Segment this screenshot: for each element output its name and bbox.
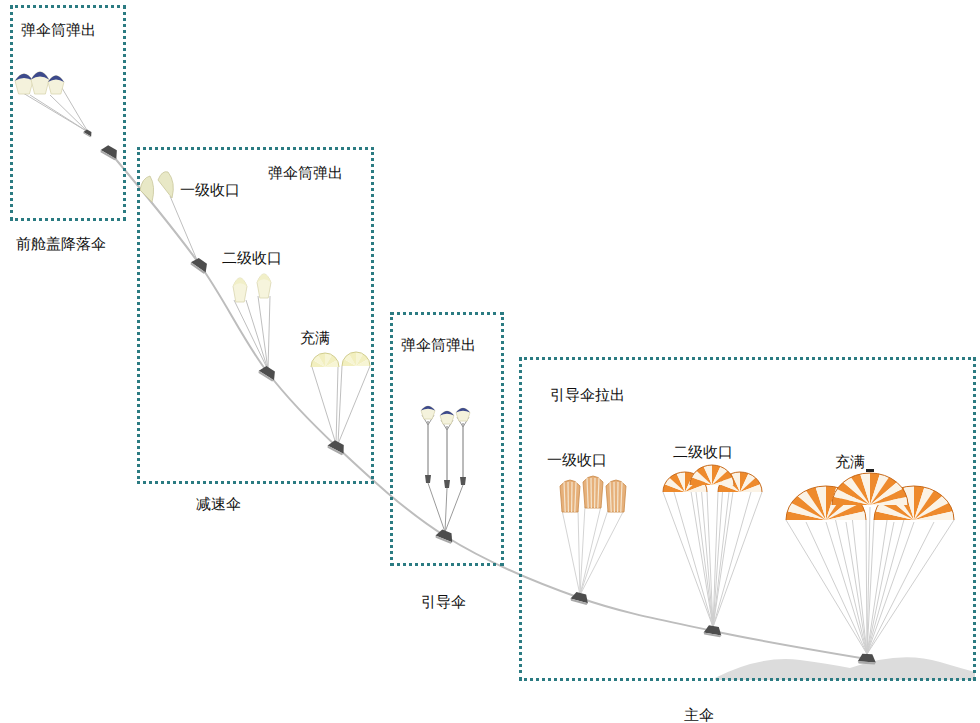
trajectory-curve	[108, 150, 867, 659]
suspension-line	[663, 492, 713, 627]
suspension-line	[463, 423, 464, 477]
phase-label: 二级收口	[673, 443, 733, 461]
phase-label: 充满	[300, 329, 330, 347]
suspension-line	[580, 506, 601, 595]
suspension-line	[268, 296, 270, 370]
stage-title: 引导伞	[421, 593, 466, 611]
suspension-line	[338, 366, 342, 444]
suspension-line	[713, 492, 729, 627]
suspension-line	[701, 485, 713, 627]
reefed-drogue	[158, 172, 173, 198]
suspension-line	[445, 488, 447, 532]
suspension-line	[578, 510, 580, 595]
suspension-line	[867, 507, 889, 654]
capsule	[435, 528, 455, 544]
suspension-line	[445, 485, 463, 532]
suspension-line	[867, 507, 870, 654]
suspension-line	[338, 366, 370, 444]
suspension-line	[851, 507, 867, 654]
suspension-line	[246, 300, 268, 370]
vent-mark	[866, 469, 874, 472]
phase-label: 一级收口	[180, 181, 240, 199]
suspension-line	[846, 522, 867, 654]
canopy	[832, 473, 908, 505]
suspension-line	[312, 367, 336, 444]
suspension-line	[562, 510, 580, 595]
small-canopy	[233, 278, 247, 302]
suspension-line	[18, 90, 88, 132]
suspension-line	[580, 510, 624, 595]
small-canopy	[31, 72, 49, 94]
suspension-line	[867, 505, 908, 654]
suspension-line	[690, 485, 713, 627]
suspension-line	[150, 200, 197, 260]
suspension-line	[713, 492, 762, 627]
reefed-main-canopy	[560, 480, 580, 512]
small-canopy	[456, 408, 470, 421]
suspension-line	[428, 483, 445, 532]
suspension-line	[713, 492, 751, 627]
suspension-line	[336, 367, 338, 444]
stage-frame: 弹伞筒弹出引导伞	[390, 312, 504, 566]
main-chute-bag	[460, 477, 466, 485]
stage-frame: 弹伞筒弹出减速伞	[137, 147, 374, 484]
phase-label: 一级收口	[547, 451, 607, 469]
suspension-line	[867, 522, 894, 654]
stage-frame: 引导伞拉出主伞	[519, 357, 976, 681]
capsule	[190, 256, 210, 275]
reefed-main-canopy	[606, 480, 626, 512]
suspension-line	[866, 520, 867, 654]
small-canopy	[48, 76, 64, 95]
suspension-line	[580, 510, 608, 595]
capsule	[83, 129, 93, 138]
phase-label: 二级收口	[222, 249, 282, 267]
small-canopy	[257, 274, 271, 298]
canopy	[690, 465, 734, 485]
small-canopy	[15, 74, 33, 94]
step-label: 弹伞筒弹出	[21, 21, 96, 39]
suspension-line	[62, 88, 88, 132]
suspension-line	[258, 296, 268, 370]
suspension-line	[30, 95, 88, 132]
suspension-line	[806, 522, 867, 654]
capsule	[100, 143, 121, 161]
step-label: 弹伞筒弹出	[268, 164, 343, 182]
reefed-drogue	[140, 176, 154, 202]
canopy	[342, 352, 370, 366]
capsule	[858, 653, 877, 664]
suspension-line	[696, 492, 713, 627]
capsule	[570, 591, 590, 605]
main-chute-bag	[444, 480, 450, 488]
suspension-line	[447, 426, 448, 480]
suspension-line	[713, 485, 734, 627]
capsule	[703, 625, 722, 638]
suspension-line	[170, 196, 197, 260]
suspension-line	[867, 520, 954, 654]
canopy	[311, 353, 339, 367]
stage-title: 前舱盖降落伞	[16, 235, 106, 253]
stage-title: 减速伞	[196, 495, 241, 513]
reefed-main-canopy	[583, 476, 603, 508]
stage-title: 主伞	[684, 706, 714, 723]
capsule	[258, 364, 279, 382]
suspension-line	[428, 421, 429, 475]
small-canopy	[421, 406, 435, 419]
suspension-line	[832, 505, 867, 654]
stage-frame: 弹伞筒弹出前舱盖降落伞	[10, 5, 126, 221]
capsule	[327, 438, 348, 455]
suspension-line	[826, 522, 867, 654]
suspension-line	[867, 522, 914, 654]
step-label: 弹伞筒弹出	[401, 336, 476, 354]
phase-label: 充满	[835, 453, 865, 471]
ground-hills	[715, 657, 975, 680]
main-chute-bag	[425, 475, 431, 483]
step-label: 引导伞拉出	[550, 386, 625, 404]
small-canopy	[440, 411, 454, 424]
